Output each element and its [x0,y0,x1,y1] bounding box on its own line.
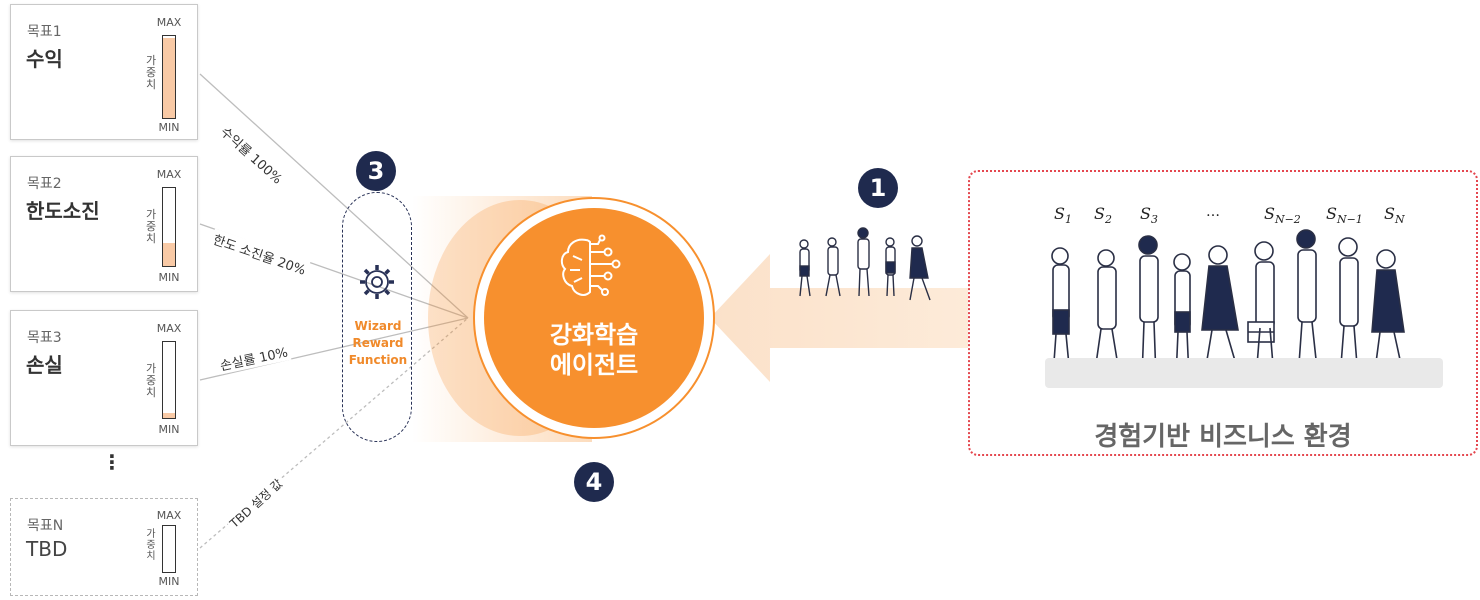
weight-label: 가중치 [146,529,156,562]
reward-function-label: Wizard Reward Function [343,318,413,369]
agent-label-line1: 강화학습 [549,321,639,349]
weight-min-label: MIN [158,575,180,588]
weight-bar [162,187,176,267]
weight-label: 가중치 [145,54,157,91]
environment-title: 경험기반 비즈니스 환경 [1094,422,1352,452]
gear-icon [360,265,394,299]
step-badge-4: 4 [574,462,614,502]
reward-function-line2: Reward [352,336,404,350]
goal-card-n: 목표N TBD MAX 가중치 MIN [10,498,198,596]
wizard-reward-function: Wizard Reward Function [342,192,412,442]
state-label: SN−2 [1264,204,1301,227]
weight-bar-fill [163,242,175,266]
weight-bar [162,525,176,573]
weight-min-label: MIN [158,423,180,436]
weight-bar [162,341,176,419]
walking-people-small [799,227,931,301]
business-environment: S1 S2 S3 … SN−2 SN−1 SN 경험기반 비즈니스 환경 [968,170,1478,456]
goal-name: 수익 [26,47,63,71]
weight-max-label: MAX [156,168,182,181]
goal-card-1: 목표1 수익 MAX 가중치 MIN [10,4,198,140]
brain-circuit-icon [560,234,621,296]
state-label: S2 [1094,204,1112,227]
weight-bar-fill [163,413,175,418]
weight-label: 가중치 [145,208,157,245]
goal-card-3: 목표3 손실 MAX 가중치 MIN [10,310,198,446]
weight-max-label: MAX [156,16,182,29]
more-goals-ellipsis: ⋮ [102,450,122,474]
state-label: SN−1 [1326,204,1363,227]
environment-floor [1045,358,1443,388]
goal-number: 목표2 [27,176,62,192]
goal-card-2: 목표2 한도소진 MAX 가중치 MIN [10,156,198,292]
goal-name: TBD [26,537,68,561]
goal-name: 손실 [26,353,63,377]
reward-function-line1: Wizard [354,319,402,333]
agent-circle [484,208,704,428]
agent-label-line2: 에이전트 [549,351,639,379]
goal-number: 목표1 [27,24,62,40]
goal-name: 한도소진 [26,199,100,223]
weight-max-label: MAX [156,509,182,522]
env-to-agent-arrow [710,254,968,382]
state-label: S1 [1054,204,1072,227]
weight-min-label: MIN [158,271,180,284]
goal-number: 목표N [27,518,64,534]
step-badge-1: 1 [858,168,898,208]
weight-bar [162,35,176,119]
agent-label: 강화학습 에이전트 [514,320,674,380]
state-label: S3 [1140,204,1158,227]
state-ellipsis: … [1206,204,1220,220]
goal-number: 목표3 [27,330,62,346]
reward-function-line3: Function [348,353,408,367]
weight-min-label: MIN [158,121,180,134]
step-badge-3: 3 [356,151,396,191]
weight-bar-fill [163,37,175,118]
weight-max-label: MAX [156,322,182,335]
state-label: SN [1384,204,1405,227]
weight-label: 가중치 [145,362,157,399]
